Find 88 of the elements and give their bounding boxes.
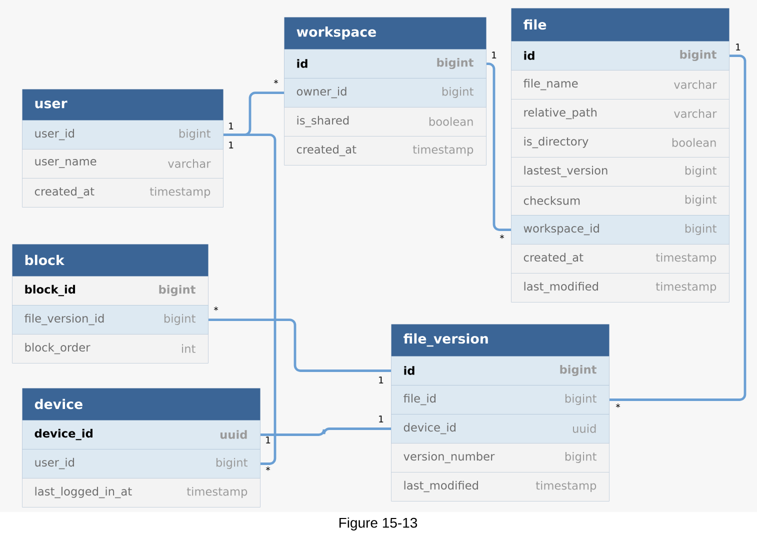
node-label: bigint bbox=[685, 195, 716, 206]
node-label: checksum bbox=[524, 196, 580, 205]
table-row: version_number bigint bbox=[391, 443, 610, 472]
node-label: device_id bbox=[404, 422, 456, 434]
node-label: boolean bbox=[429, 117, 473, 126]
table-row: is_shared boolean bbox=[284, 107, 486, 136]
node-label: last_modified bbox=[404, 480, 478, 492]
table-row: user_id bigint bbox=[22, 449, 260, 478]
table-row: user_id bigint bbox=[22, 120, 224, 150]
node-label: is_shared bbox=[297, 116, 349, 128]
node-label: timestamp bbox=[656, 282, 716, 293]
node-label: varchar bbox=[168, 159, 211, 168]
table-row: is_directory boolean bbox=[511, 128, 730, 158]
table-row: device_id uuid bbox=[391, 414, 610, 444]
cardinality-label: 1 bbox=[266, 436, 270, 444]
cardinality-label: * bbox=[266, 466, 270, 471]
cardinality-label: * bbox=[214, 306, 218, 311]
table-row: id bigint bbox=[391, 356, 610, 386]
node-label: uuid bbox=[220, 430, 247, 439]
table-row: block_order int bbox=[12, 334, 208, 364]
node-label: timestamp bbox=[536, 481, 596, 492]
node-label: bigint bbox=[565, 452, 596, 463]
node-label: timestamp bbox=[186, 487, 248, 498]
node-label: created_at bbox=[296, 144, 356, 156]
table-row: file_name varchar bbox=[511, 70, 730, 100]
node-label: block_id bbox=[25, 284, 76, 296]
node-label: bigint bbox=[216, 458, 248, 469]
node-label: varchar bbox=[674, 109, 717, 118]
node-label: block_order bbox=[25, 342, 90, 354]
table-row: block_id bigint bbox=[12, 276, 208, 306]
cardinality-label: * bbox=[616, 404, 620, 408]
cardinality-label: 1 bbox=[736, 44, 740, 50]
node-label: user_name bbox=[35, 158, 96, 168]
node-label: bigint bbox=[159, 284, 196, 296]
table-row: created_at timestamp bbox=[284, 136, 486, 166]
node-label: bigint bbox=[560, 364, 596, 376]
cardinality-label: 1 bbox=[379, 416, 384, 422]
node-label: varchar bbox=[674, 80, 717, 89]
table-row: last_logged_in_at timestamp bbox=[22, 478, 260, 508]
node-label: created_at bbox=[524, 252, 584, 264]
figure-caption: Figure 15-13 bbox=[339, 517, 418, 531]
node-label: owner_id bbox=[296, 86, 346, 98]
node-label: bigint bbox=[437, 58, 474, 70]
table-row: checksum bigint bbox=[511, 186, 730, 216]
node-label: timestamp bbox=[656, 253, 716, 264]
cardinality-label: 1 bbox=[229, 122, 234, 130]
node-label: id bbox=[297, 59, 308, 68]
node-label: last_modified bbox=[524, 282, 598, 294]
table-row: owner_id bigint bbox=[284, 78, 486, 108]
cardinality-label: 1 bbox=[229, 142, 234, 148]
node-label: id bbox=[404, 366, 414, 375]
node-label: version_number bbox=[404, 452, 495, 464]
table-row: file_id bigint bbox=[391, 385, 610, 414]
table-row: file_version_id bigint bbox=[12, 305, 208, 334]
node-label: user_id bbox=[35, 458, 74, 470]
node-label: file_name bbox=[524, 78, 578, 90]
node-label: bigint bbox=[442, 87, 474, 98]
node-label: bigint bbox=[565, 394, 596, 405]
table-row: created_at timestamp bbox=[511, 244, 730, 274]
node-label: int bbox=[182, 344, 196, 353]
cardinality-label: 1 bbox=[492, 52, 496, 58]
node-label: relative_path bbox=[524, 108, 596, 120]
cardinality-label: * bbox=[274, 80, 278, 84]
table-row: relative_path varchar bbox=[511, 99, 730, 128]
cardinality-label: 1 bbox=[379, 376, 384, 384]
table-row: device_id uuid bbox=[22, 420, 260, 450]
table-row: last_modified timestamp bbox=[391, 472, 610, 502]
node-label: boolean bbox=[672, 138, 716, 147]
table-row: id bigint bbox=[511, 41, 730, 70]
node-label: bigint bbox=[685, 166, 716, 177]
connector-line bbox=[260, 428, 391, 436]
node-label: created_at bbox=[34, 186, 94, 198]
node-label: lastest_version bbox=[524, 166, 608, 178]
node-label: uuid bbox=[572, 424, 596, 433]
connector-line bbox=[208, 318, 391, 372]
node-label: last_logged_in_at bbox=[35, 486, 132, 498]
table-row: last_modified timestamp bbox=[511, 273, 730, 302]
node-label: is_directory bbox=[524, 136, 588, 148]
table-row: lastest_version bigint bbox=[511, 157, 730, 186]
table-row: created_at timestamp bbox=[22, 178, 224, 208]
cardinality-label: * bbox=[500, 234, 504, 239]
table-row: user_name varchar bbox=[22, 149, 224, 178]
table-row: workspace_id bigint bbox=[511, 215, 730, 244]
node-label: file_id bbox=[404, 394, 436, 406]
node-label: timestamp bbox=[150, 187, 210, 198]
node-label: device_id bbox=[34, 428, 92, 440]
table-row: id bigint bbox=[284, 49, 486, 78]
node-label: timestamp bbox=[412, 145, 474, 156]
